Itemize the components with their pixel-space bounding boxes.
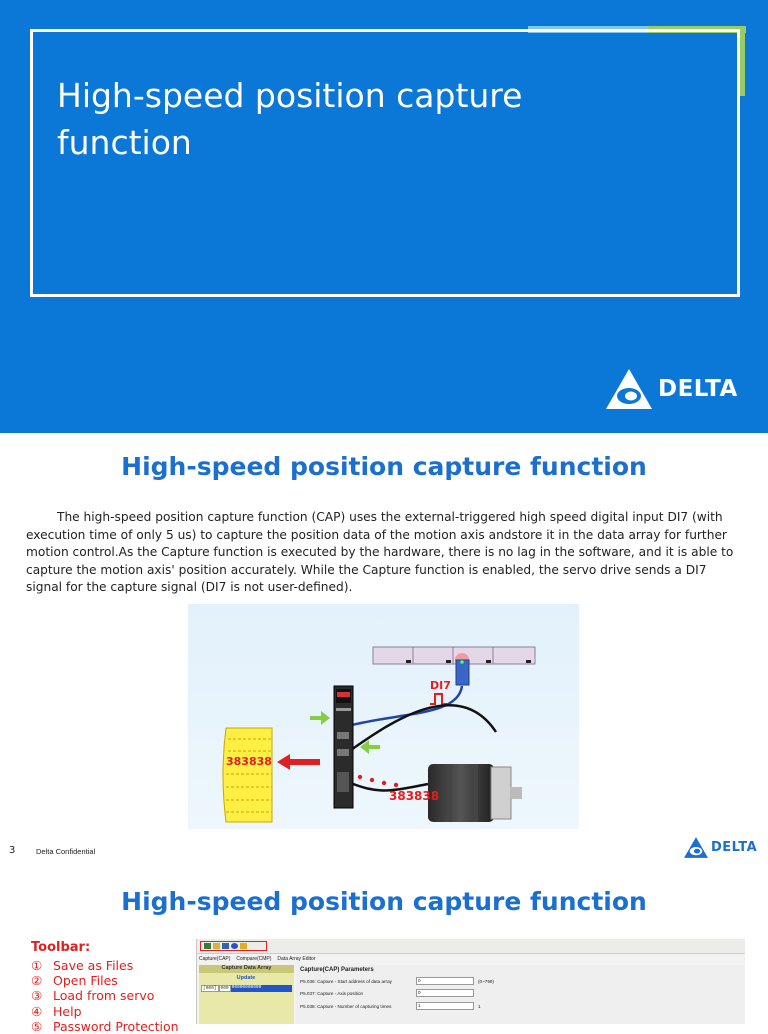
- input-arrow-icon: [310, 711, 330, 725]
- sensor-icon: [455, 653, 470, 686]
- data-array-icon: [222, 727, 273, 823]
- feedback-arrow-icon: [360, 740, 380, 754]
- slide2-heading: High-speed position capture function: [121, 452, 647, 481]
- row-value[interactable]: 00000000000: [230, 985, 292, 992]
- param-input[interactable]: 0: [416, 989, 474, 997]
- capture-data-array-panel: Capture Data Array Update [000] 000 0000…: [199, 965, 294, 1024]
- param-range: 1: [478, 1004, 481, 1009]
- encoder-cable: [347, 703, 498, 754]
- store-arrow-icon: [277, 754, 320, 770]
- screenshot-tabs: Capture(CAP) Compare(CMP) Data Array Edi…: [197, 954, 745, 964]
- logo-wordmark: DELTA: [658, 376, 738, 402]
- title-frame: [30, 29, 740, 297]
- param-label: P5.037: Capture - Axis position: [300, 991, 364, 996]
- software-screenshot: Capture(CAP) Compare(CMP) Data Array Edi…: [196, 939, 745, 1024]
- servo-drive-icon: [333, 685, 354, 809]
- capture-parameters-panel: Capture(CAP) Parameters P5.036: Capture …: [296, 965, 745, 1024]
- slide-title: High-speed position capture function: [57, 72, 657, 166]
- param-row: P5.036: Capture - Start address of data …: [300, 977, 740, 987]
- slide3-heading: High-speed position capture function: [121, 887, 647, 916]
- sensor-cable: [347, 685, 464, 728]
- capture-illustration: DI7 383838 3838: [188, 604, 579, 829]
- transfer-dots: [357, 774, 399, 788]
- save-icon[interactable]: [204, 943, 211, 949]
- tab-compare[interactable]: Compare(CMP): [236, 956, 272, 962]
- conveyor-rail: [372, 646, 536, 665]
- open-folder-icon[interactable]: [213, 943, 220, 949]
- update-button[interactable]: Update: [236, 975, 256, 981]
- title-line-1: High-speed position capture: [57, 76, 523, 115]
- motor-position-value: 383838: [389, 789, 439, 803]
- param-input[interactable]: 0: [416, 977, 474, 985]
- lock-icon[interactable]: [240, 943, 247, 949]
- row-index: [000]: [201, 985, 219, 992]
- delta-logo-footer: DELTA: [683, 835, 757, 859]
- tab-capture[interactable]: Capture(CAP): [199, 956, 231, 962]
- param-label: P5.038: Capture - Number of capturing ti…: [300, 1004, 392, 1009]
- pulse-signal-icon: [430, 693, 447, 705]
- di7-label: DI7: [430, 679, 451, 692]
- toolbar-title: Toolbar:: [31, 940, 91, 955]
- page-number: 3: [9, 845, 16, 856]
- load-servo-icon[interactable]: [222, 943, 229, 949]
- delta-triangle-icon: [606, 369, 652, 409]
- row-address: 000: [218, 985, 231, 992]
- delta-logo: DELTA: [604, 366, 738, 412]
- confidential-label: Delta Confidential: [36, 847, 96, 856]
- tab-data-array-editor[interactable]: Data Array Editor: [277, 956, 316, 962]
- panel-header: Capture Data Array: [199, 965, 294, 973]
- array-stored-value: 383838: [226, 755, 272, 768]
- param-row: P5.037: Capture - Axis position 0: [300, 989, 740, 999]
- help-icon[interactable]: [231, 943, 238, 949]
- logo-wordmark: DELTA: [711, 839, 758, 855]
- screenshot-toolbar: [197, 939, 745, 954]
- title-slide: [0, 0, 768, 433]
- delta-triangle-icon: [684, 836, 708, 858]
- frame-accent-right: [738, 26, 745, 96]
- param-range: (0~799): [478, 979, 494, 984]
- param-label: P5.036: Capture - Start address of data …: [300, 979, 392, 984]
- param-row: P5.038: Capture - Number of capturing ti…: [300, 1002, 740, 1012]
- toolbar-highlight: [200, 941, 267, 951]
- table-row: [000] 000 00000000000: [201, 985, 292, 992]
- title-line-2: function: [57, 123, 192, 162]
- param-input[interactable]: 1: [416, 1002, 474, 1010]
- servo-motor-icon: [428, 764, 522, 822]
- slide2-body-text: The high-speed position capture function…: [26, 510, 734, 595]
- power-cable: [347, 780, 429, 792]
- panel-header: Capture(CAP) Parameters: [300, 967, 374, 973]
